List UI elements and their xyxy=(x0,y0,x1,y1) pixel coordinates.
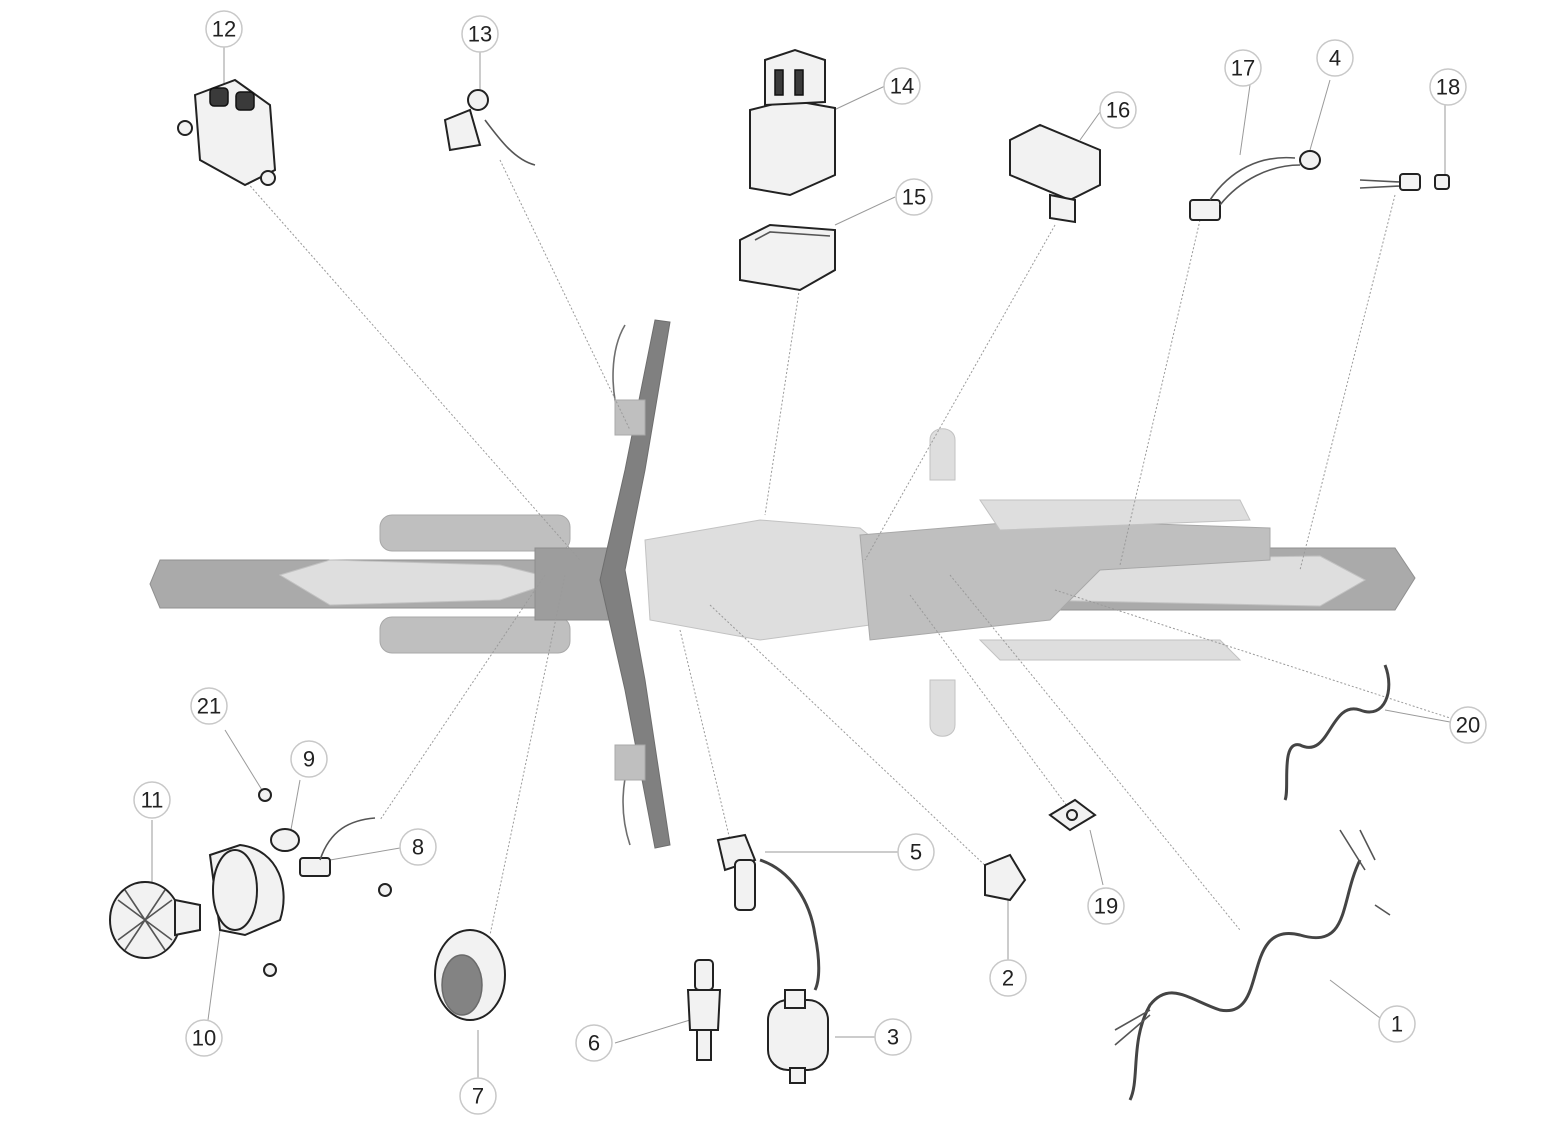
callout-label: 7 xyxy=(472,1084,484,1109)
callout-3: 3 xyxy=(874,1018,912,1056)
part-spark-plug-cap xyxy=(716,833,821,991)
callout-circle xyxy=(575,1024,613,1062)
part-headlight-lens xyxy=(109,881,201,959)
part-grommet-4 xyxy=(1299,150,1321,170)
headlight-plate xyxy=(534,547,611,621)
callout-label: 15 xyxy=(902,185,926,210)
footpeg-bottom xyxy=(929,679,956,737)
fork-upper xyxy=(379,514,571,552)
callout-label: 13 xyxy=(468,22,492,47)
callout-12: 12 xyxy=(205,10,243,48)
callout-16: 16 xyxy=(1099,91,1137,129)
callout-circle xyxy=(1316,39,1354,77)
callout-label: 10 xyxy=(192,1026,216,1051)
swing-arm xyxy=(979,499,1251,531)
callout-label: 12 xyxy=(212,17,236,42)
callout-2: 2 xyxy=(989,959,1027,997)
callout-17: 17 xyxy=(1224,49,1262,87)
callout-label: 14 xyxy=(890,74,914,99)
part-ignition-coil xyxy=(767,989,829,1084)
callout-circle xyxy=(185,1019,223,1057)
part-voltage-regulator xyxy=(1009,123,1101,224)
callout-label: 4 xyxy=(1329,46,1341,71)
callout-label: 9 xyxy=(303,747,315,772)
callout-label: 8 xyxy=(412,835,424,860)
part-cdi-holder xyxy=(739,223,836,292)
callout-1: 1 xyxy=(1378,1005,1416,1043)
callout-circle xyxy=(1429,68,1467,106)
callout-11: 11 xyxy=(133,781,171,819)
part-spark-plug xyxy=(686,959,722,1061)
callout-18: 18 xyxy=(1429,68,1467,106)
callout-circle xyxy=(1087,887,1125,925)
callout-circle xyxy=(883,67,921,105)
callout-9: 9 xyxy=(290,740,328,778)
part-handlebar-switch xyxy=(177,78,277,187)
callout-circle xyxy=(1099,91,1137,129)
callout-label: 11 xyxy=(141,788,164,813)
motorcycle-top-view xyxy=(149,319,1416,849)
callout-19: 19 xyxy=(1087,887,1125,925)
callout-13: 13 xyxy=(461,15,499,53)
part-rear-harness xyxy=(1283,664,1391,801)
callout-14: 14 xyxy=(883,67,921,105)
part-horn xyxy=(434,929,506,1021)
callout-circle xyxy=(895,178,933,216)
callout-circle xyxy=(1224,49,1262,87)
part-screws-21 xyxy=(258,788,392,977)
part-kill-switch xyxy=(443,89,536,166)
callout-circle xyxy=(190,687,228,725)
part-grommet-9 xyxy=(270,828,300,852)
callout-8: 8 xyxy=(399,828,437,866)
callout-circle xyxy=(989,959,1027,997)
callout-4: 4 xyxy=(1316,39,1354,77)
callout-circle xyxy=(133,781,171,819)
callout-label: 2 xyxy=(1002,966,1014,991)
callout-label: 1 xyxy=(1391,1012,1403,1037)
callout-label: 20 xyxy=(1456,713,1480,738)
part-headlight-shell xyxy=(208,843,285,937)
callout-label: 21 xyxy=(197,694,221,719)
part-main-wiring-harness xyxy=(1114,829,1391,1101)
callout-circle xyxy=(461,15,499,53)
callout-10: 10 xyxy=(185,1019,223,1057)
part-cdi-unit xyxy=(749,48,836,197)
footpeg-top xyxy=(929,428,956,481)
callout-label: 18 xyxy=(1436,75,1460,100)
callout-label: 5 xyxy=(910,840,922,865)
part-bulb xyxy=(1359,173,1450,191)
callout-circle xyxy=(290,740,328,778)
callout-circle xyxy=(897,833,935,871)
callout-circle xyxy=(874,1018,912,1056)
callout-label: 19 xyxy=(1094,894,1118,919)
part-rubber-mount xyxy=(984,853,1027,902)
callout-circle xyxy=(1449,706,1487,744)
lever-perch-bottom xyxy=(614,744,646,781)
leader-lines xyxy=(151,47,1451,1078)
callout-5: 5 xyxy=(897,833,935,871)
callout-circle xyxy=(1378,1005,1416,1043)
callout-label: 6 xyxy=(588,1031,600,1056)
callout-7: 7 xyxy=(459,1077,497,1115)
part-sensor-connector xyxy=(1189,156,1301,221)
callout-label: 3 xyxy=(887,1025,899,1050)
part-headlight-connector xyxy=(299,817,376,877)
lever-perch-top xyxy=(614,399,646,436)
fork-lower xyxy=(379,616,571,654)
callout-circle xyxy=(399,828,437,866)
callout-circle xyxy=(459,1077,497,1115)
callout-6: 6 xyxy=(575,1024,613,1062)
callout-21: 21 xyxy=(190,687,228,725)
callout-label: 16 xyxy=(1106,98,1130,123)
callout-circle xyxy=(205,10,243,48)
callout-20: 20 xyxy=(1449,706,1487,744)
part-clip-19 xyxy=(1048,798,1097,832)
callout-15: 15 xyxy=(895,178,933,216)
callout-label: 17 xyxy=(1231,56,1255,81)
swing-arm-lower xyxy=(978,639,1242,661)
